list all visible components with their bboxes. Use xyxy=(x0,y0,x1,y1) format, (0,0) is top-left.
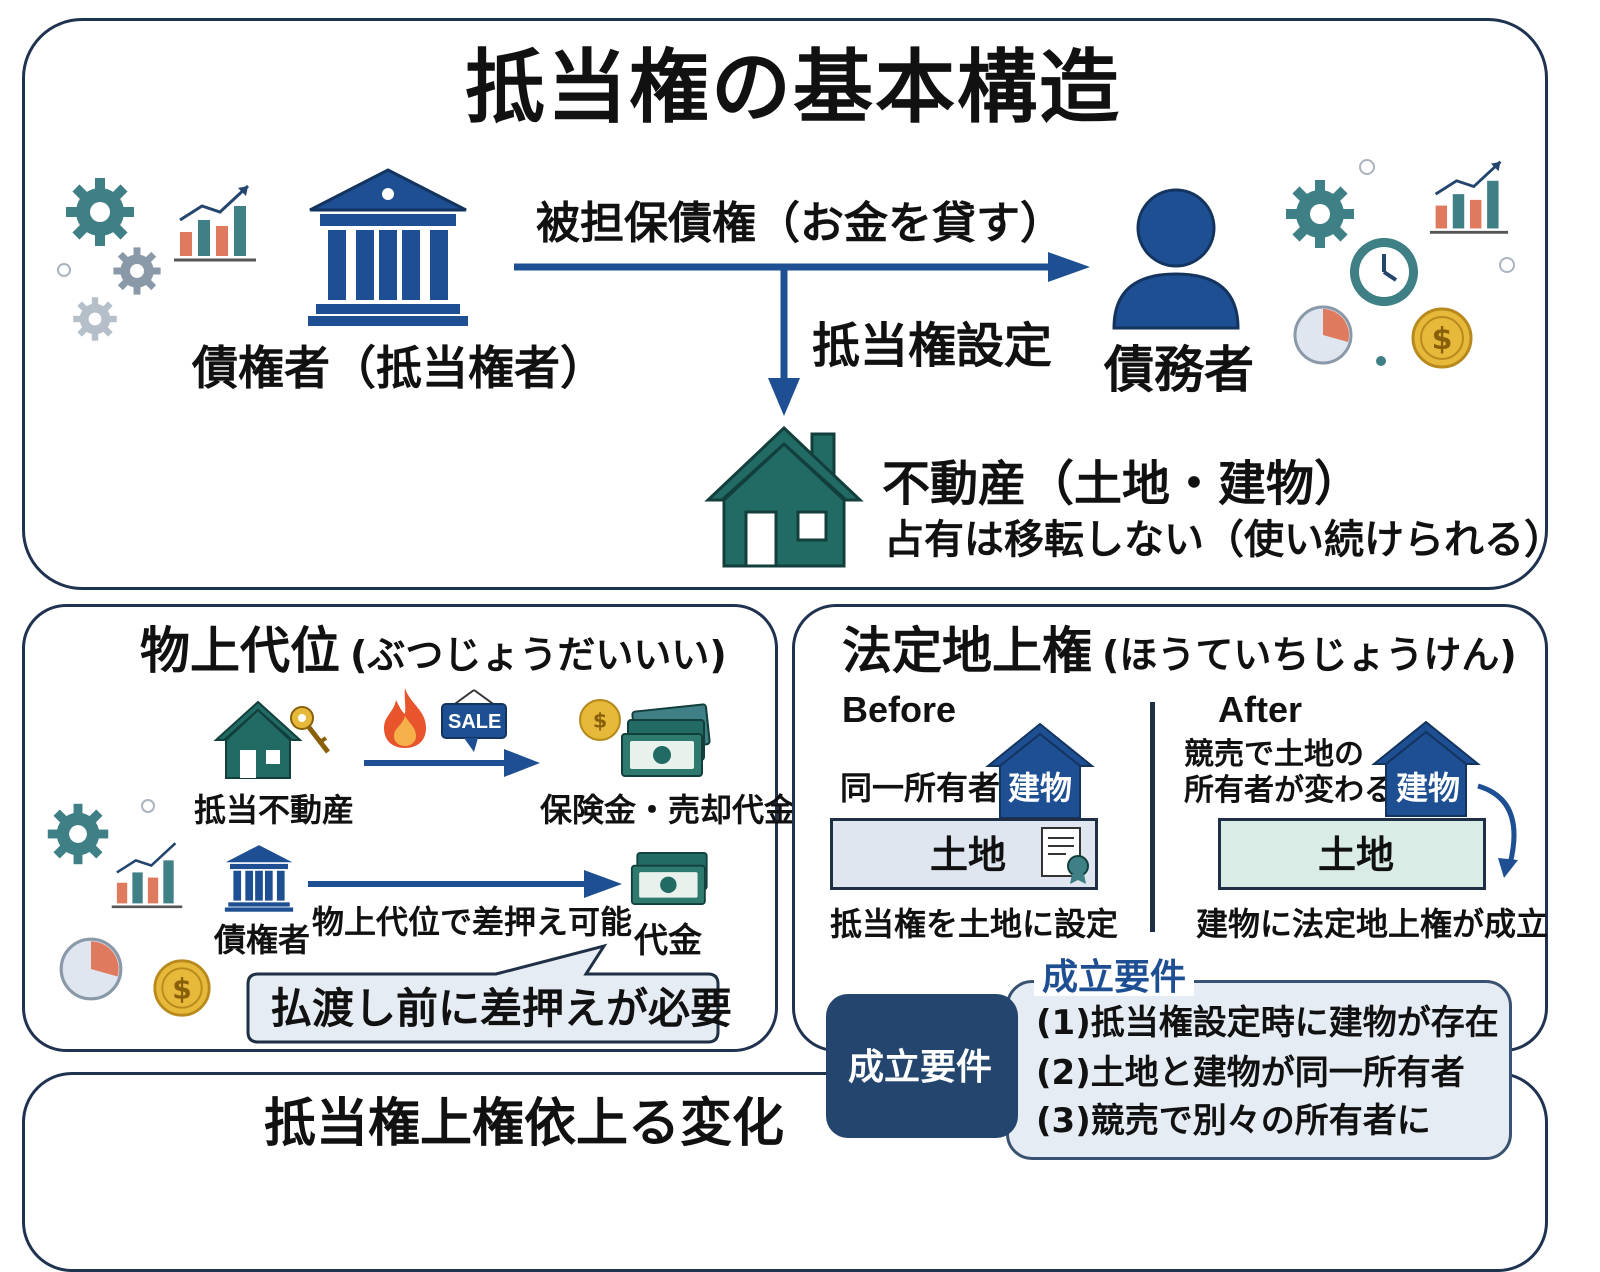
coin-icon: $ xyxy=(1411,307,1473,369)
same-owner-label: 同一所有者 xyxy=(840,769,1001,807)
house-icon xyxy=(213,700,303,779)
sale-tag-icon xyxy=(441,689,507,752)
after-caption: 建物に法定地上権が成立 xyxy=(1196,905,1549,943)
gear-icon xyxy=(47,803,109,865)
requirements-badge-label: 成立要件 xyxy=(848,1047,993,1088)
auction-note-line1: 競売で土地の xyxy=(1184,737,1364,772)
page-title: 抵当権の基本構造 xyxy=(465,41,1121,134)
subrogation-title-reading: (ぶつじょうだいいい) xyxy=(350,633,727,677)
coin-icon: $ xyxy=(579,699,621,741)
bottom-title: 抵当権上権依上る変化 xyxy=(264,1094,785,1154)
svg-text:$: $ xyxy=(172,972,192,1005)
person-icon xyxy=(1112,188,1240,330)
pie-chart-icon xyxy=(59,937,123,1001)
statutory-title-reading: (ほうていちじょうけん) xyxy=(1102,633,1517,677)
dot-icon xyxy=(57,263,71,277)
coin-icon: $ xyxy=(153,959,211,1017)
fire-icon xyxy=(384,688,426,748)
before-after-divider xyxy=(1150,702,1155,932)
svg-text:$: $ xyxy=(1432,322,1453,357)
svg-text:$: $ xyxy=(593,709,607,733)
subrogation-title: 物上代位(ぶつじょうだいいい) xyxy=(140,626,727,676)
callout-bubble xyxy=(246,943,720,1044)
mortgage-arrow xyxy=(768,266,800,416)
certificate-icon xyxy=(1041,827,1089,884)
subrogation-title-main: 物上代位 xyxy=(140,622,340,680)
after-land-label: 土地 xyxy=(1318,833,1395,877)
requirements-heading: 成立要件 xyxy=(1034,960,1195,996)
price-label: 代金 xyxy=(634,921,702,961)
mortgage-setting-label: 抵当権設定 xyxy=(812,318,1053,374)
key-icon xyxy=(290,706,330,754)
dot-icon xyxy=(1376,356,1386,366)
curved-arrow-icon xyxy=(1477,783,1518,878)
bar-chart-icon xyxy=(1429,160,1509,234)
bar-chart-icon xyxy=(111,842,183,909)
pie-chart-icon xyxy=(1293,305,1353,365)
proceeds-arrow xyxy=(364,749,540,777)
building-icon xyxy=(985,722,1095,819)
requirement-item: (2)土地と建物が同一所有者 xyxy=(1036,1053,1465,1093)
before-building-label: 建物 xyxy=(1008,769,1073,807)
bank-icon xyxy=(308,168,468,326)
seizure-arrow xyxy=(308,870,622,898)
seizure-label: 物上代位で差押え可能 xyxy=(312,903,633,941)
gear-icon xyxy=(66,178,134,246)
clock-icon xyxy=(1350,238,1418,306)
cash-icon xyxy=(621,703,711,777)
dot-icon xyxy=(141,799,155,813)
subrogation-creditor-label: 債権者 xyxy=(214,921,311,959)
building-icon xyxy=(1371,720,1481,817)
statutory-title: 法定地上権(ほうていちじょうけん) xyxy=(842,626,1517,676)
gear-icon xyxy=(113,247,161,295)
after-land-box xyxy=(1218,818,1486,890)
gear-icon xyxy=(73,297,117,341)
proceeds-label: 保険金・売却代金 xyxy=(540,791,797,829)
after-label: After xyxy=(1218,689,1303,730)
requirement-item: (3)競売で別々の所有者に xyxy=(1036,1101,1431,1141)
property-label: 不動産（土地・建物） xyxy=(882,456,1363,512)
secured-claim-label: 被担保債権（お金を貸す） xyxy=(536,198,1064,249)
auction-note-line2: 所有者が変わる xyxy=(1184,773,1394,808)
requirement-item: (1)抵当権設定時に建物が存在 xyxy=(1036,1003,1499,1043)
callout-text: 払渡し前に差押えが必要 xyxy=(270,984,733,1033)
sale-tag-label: SALE xyxy=(448,711,502,733)
requirements-box xyxy=(1006,980,1512,1160)
requirements-badge xyxy=(826,994,1018,1138)
debtor-label: 債務者 xyxy=(1104,341,1254,399)
bank-icon xyxy=(224,845,294,912)
cash-icon xyxy=(630,852,708,905)
gear-icon xyxy=(1286,180,1354,248)
possession-note: 占有は移転しない（使い続けられる） xyxy=(884,517,1564,563)
before-caption: 抵当権を土地に設定 xyxy=(830,905,1119,943)
creditor-label: 債権者（抵当権者） xyxy=(192,341,606,395)
mortgaged-property-label: 抵当不動産 xyxy=(194,791,355,829)
before-land-label: 土地 xyxy=(930,833,1007,877)
after-building-label: 建物 xyxy=(1396,769,1461,807)
before-label: Before xyxy=(842,689,957,730)
statutory-title-main: 法定地上権 xyxy=(842,622,1092,680)
house-icon xyxy=(704,425,864,568)
dot-icon xyxy=(1499,257,1515,273)
dot-icon xyxy=(1359,159,1375,175)
bar-chart-icon xyxy=(174,184,256,262)
